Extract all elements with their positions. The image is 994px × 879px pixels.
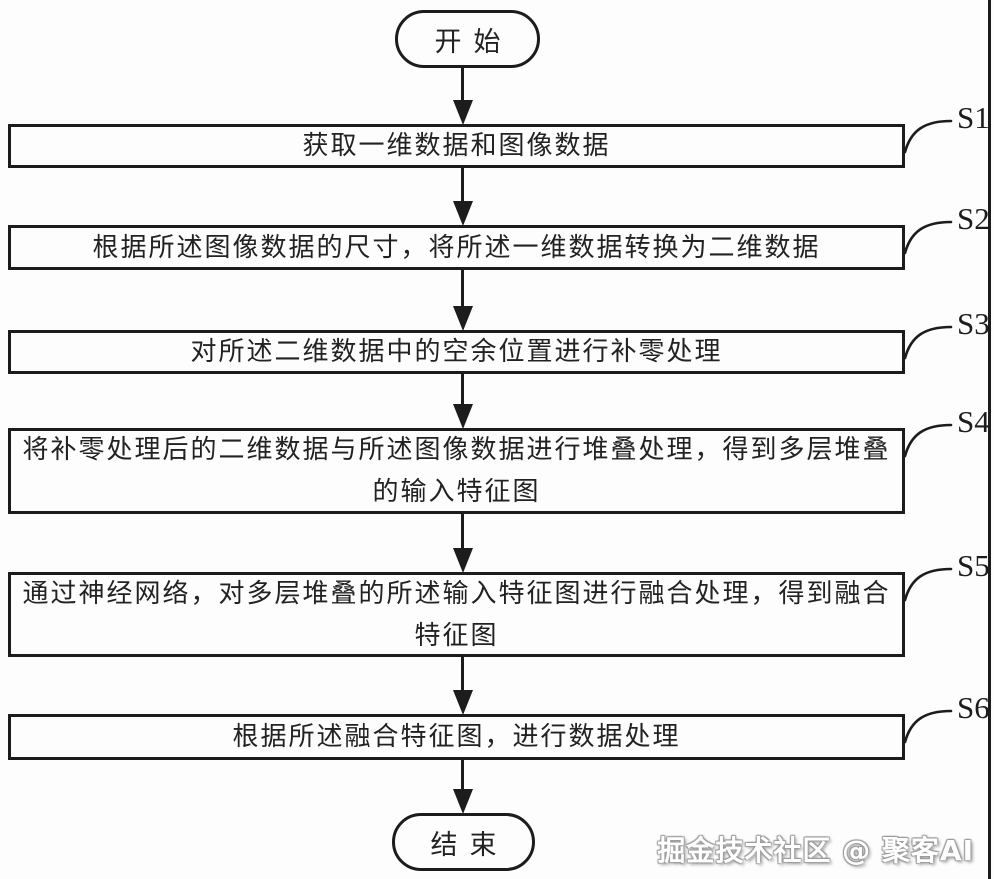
ref-s6: S6 — [903, 690, 994, 746]
arrow-down-icon — [452, 548, 473, 573]
start-node-label: 开始 — [434, 26, 513, 58]
step-text-s4: 将补零处理后的二维数据与所述图像数据进行堆叠处理，得到多层堆叠的输入特征图 — [22, 435, 891, 507]
leader-line-icon — [903, 325, 953, 360]
flow-arrow — [452, 760, 473, 814]
flow-arrow — [452, 657, 473, 715]
page-right-border-line — [988, 0, 991, 879]
flow-arrow — [452, 68, 473, 125]
ref-label-s4: S4 — [957, 404, 990, 439]
start-node: 开始 — [395, 10, 540, 68]
arrow-down-icon — [452, 789, 473, 814]
step-box-s3: 对所述二维数据中的空余位置进行补零处理 — [8, 330, 905, 374]
step-text-s1: 获取一维数据和图像数据 — [302, 131, 611, 161]
step-box-s1: 获取一维数据和图像数据 — [8, 124, 905, 168]
leader-line-icon — [903, 119, 953, 154]
end-node-label: 结束 — [430, 829, 509, 861]
ref-s3: S3 — [903, 306, 994, 362]
flow-arrow — [452, 374, 473, 429]
ref-s5: S5 — [903, 548, 994, 604]
arrow-shaft — [461, 68, 464, 100]
step-box-s4: 将补零处理后的二维数据与所述图像数据进行堆叠处理，得到多层堆叠的输入特征图 — [8, 428, 905, 514]
arrow-shaft — [461, 374, 464, 404]
ref-label-s5: S5 — [957, 548, 990, 583]
flow-arrow — [452, 514, 473, 573]
end-node: 结束 — [392, 813, 535, 871]
flow-arrow — [452, 168, 473, 226]
step-text-s6: 根据所述融合特征图，进行数据处理 — [232, 722, 681, 752]
ref-s1: S1 — [903, 100, 994, 156]
arrow-shaft — [461, 760, 464, 789]
leader-line-icon — [903, 220, 953, 255]
ref-label-s3: S3 — [957, 306, 990, 341]
ref-label-s2: S2 — [957, 201, 990, 236]
arrow-down-icon — [452, 404, 473, 429]
arrow-shaft — [461, 514, 464, 548]
flow-arrow — [452, 270, 473, 331]
arrow-down-icon — [452, 306, 473, 331]
ref-label-s6: S6 — [957, 690, 990, 725]
ref-label-s1: S1 — [957, 100, 990, 135]
arrow-shaft — [461, 168, 464, 201]
step-text-s3: 对所述二维数据中的空余位置进行补零处理 — [190, 337, 723, 367]
step-text-s5: 通过神经网络，对多层堆叠的所述输入特征图进行融合处理，得到融合特征图 — [22, 578, 891, 651]
arrow-down-icon — [452, 100, 473, 125]
leader-line-icon — [903, 423, 953, 458]
arrow-shaft — [461, 270, 464, 306]
step-box-s2: 根据所述图像数据的尺寸，将所述一维数据转换为二维数据 — [8, 225, 905, 270]
step-box-s5: 通过神经网络，对多层堆叠的所述输入特征图进行融合处理，得到融合特征图 — [8, 572, 905, 657]
arrow-down-icon — [452, 201, 473, 226]
step-text-s2: 根据所述图像数据的尺寸，将所述一维数据转换为二维数据 — [92, 232, 821, 263]
ref-s4: S4 — [903, 404, 994, 460]
watermark-text: 掘金技术社区 @ 聚客AI — [657, 834, 974, 867]
arrow-down-icon — [452, 690, 473, 715]
ref-s2: S2 — [903, 201, 994, 257]
step-box-s6: 根据所述融合特征图，进行数据处理 — [8, 714, 905, 760]
leader-line-icon — [903, 567, 953, 602]
leader-line-icon — [903, 709, 953, 744]
arrow-shaft — [461, 657, 464, 690]
